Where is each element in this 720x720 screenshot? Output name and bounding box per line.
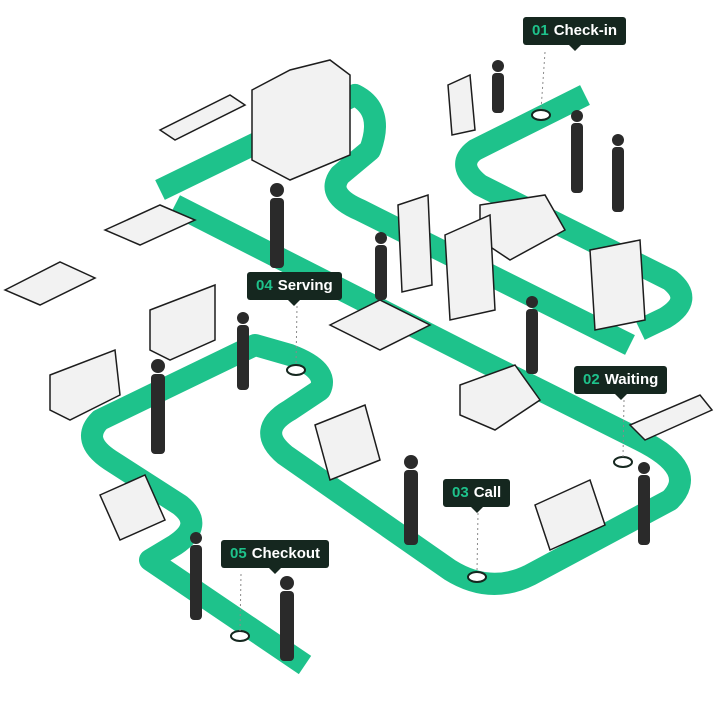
person-figure xyxy=(190,532,202,620)
person-figure xyxy=(492,60,504,113)
path-segment xyxy=(455,85,693,340)
shoe-display xyxy=(534,478,606,552)
step-title: Serving xyxy=(277,277,333,294)
furniture xyxy=(3,59,714,552)
node-checkout xyxy=(230,630,250,642)
person-figure xyxy=(280,576,294,661)
step-number: 02 xyxy=(583,371,600,388)
folded-clothes xyxy=(628,394,714,441)
cashier-canopy xyxy=(328,299,432,351)
node-serving xyxy=(286,364,306,376)
step-title: Call xyxy=(473,484,502,501)
person-figure xyxy=(571,110,583,193)
step-nodes xyxy=(230,109,633,642)
person-figure xyxy=(237,312,249,390)
person-figure xyxy=(151,359,165,454)
cashier-canopy xyxy=(3,261,97,306)
fitting-room xyxy=(251,59,351,181)
person-figure xyxy=(404,455,418,545)
service-desk xyxy=(149,283,216,361)
leader-line xyxy=(476,512,479,573)
step-number: 04 xyxy=(256,277,273,294)
display-table xyxy=(99,474,166,541)
digital-kiosk xyxy=(397,193,433,293)
check-in-kiosk xyxy=(447,73,476,136)
leader-line xyxy=(540,51,546,111)
people xyxy=(151,60,650,661)
service-desk xyxy=(49,348,121,421)
node-waiting xyxy=(613,456,633,468)
person-figure xyxy=(375,232,387,300)
step-title: Check-in xyxy=(553,22,618,39)
clothing-rack xyxy=(444,213,496,321)
node-call xyxy=(467,571,487,583)
node-check-in xyxy=(531,109,551,121)
path-segment xyxy=(155,84,635,355)
person-figure xyxy=(612,134,624,212)
cashier-canopy xyxy=(103,204,197,246)
person-figure xyxy=(270,183,284,268)
step-number: 05 xyxy=(230,545,247,562)
sofa xyxy=(459,364,542,431)
step-number: 01 xyxy=(532,22,549,39)
step-title: Waiting xyxy=(604,371,659,388)
folded-clothes xyxy=(158,94,247,141)
person-figure xyxy=(638,462,650,545)
sofa xyxy=(479,194,567,261)
step-title: Checkout xyxy=(251,545,321,562)
display-table xyxy=(314,403,381,482)
step-number: 03 xyxy=(452,484,469,501)
person-figure xyxy=(526,296,538,374)
clothing-rack xyxy=(589,239,646,331)
